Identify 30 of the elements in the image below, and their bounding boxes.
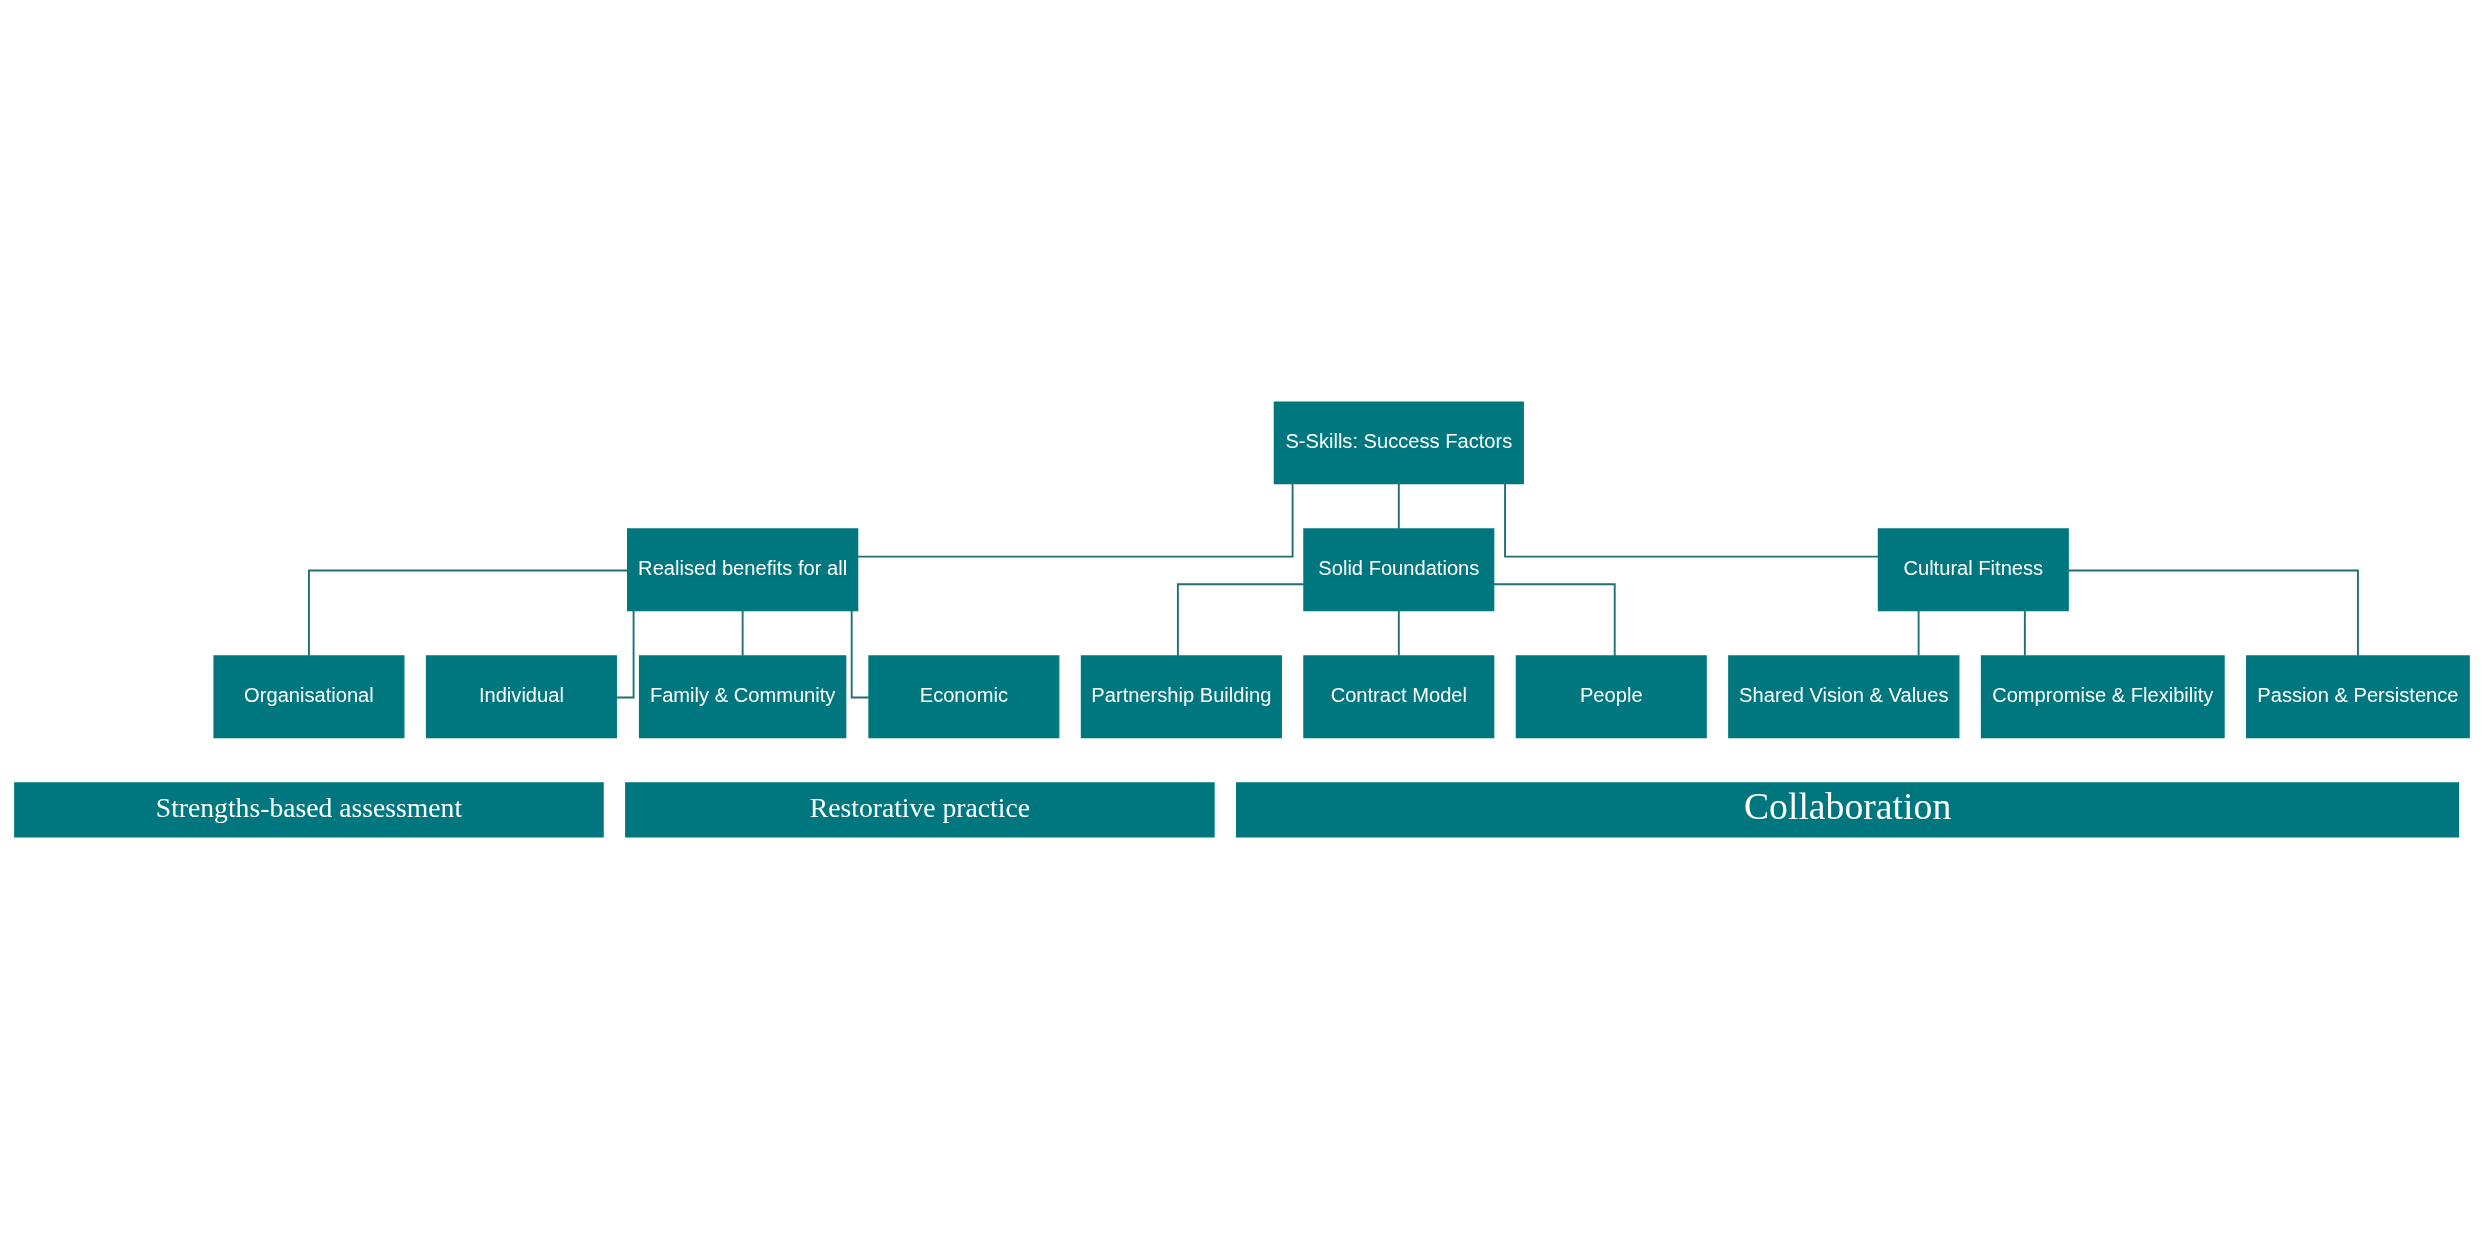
node-box: Cultural Fitness xyxy=(1877,528,2069,612)
node-box: Realised benefits for all xyxy=(627,528,859,612)
connector xyxy=(308,569,629,657)
node-box: Economic xyxy=(868,655,1060,739)
node-box: People xyxy=(1515,655,1707,739)
node-box: Organisational xyxy=(213,655,405,739)
connector xyxy=(1493,583,1616,657)
node-box: Partnership Building xyxy=(1080,655,1282,739)
connector xyxy=(2023,609,2026,657)
node-box: Restorative practice xyxy=(625,782,1215,838)
node-box: Strengths-based assessment xyxy=(14,782,604,838)
connector xyxy=(2067,569,2359,657)
node-box: S-Skills: Success Factors xyxy=(1273,401,1524,485)
connector xyxy=(1397,482,1400,530)
connector xyxy=(1504,483,1879,558)
node-box: Solid Foundations xyxy=(1303,528,1495,612)
connector xyxy=(856,483,1294,558)
connector xyxy=(615,609,635,699)
node-box: Collaboration xyxy=(1236,782,2460,838)
connector xyxy=(1397,609,1400,657)
node-box: Family & Community xyxy=(638,655,847,739)
connector xyxy=(1176,583,1305,657)
node-box: Contract Model xyxy=(1303,655,1495,739)
node-box: Individual xyxy=(425,655,617,739)
connector xyxy=(1917,609,1920,657)
node-box: Shared Vision & Values xyxy=(1728,655,1960,739)
connector xyxy=(741,609,744,657)
node-box: Passion & Persistence xyxy=(2246,655,2470,739)
connector xyxy=(850,609,870,699)
node-box: Compromise & Flexibility xyxy=(1980,655,2225,739)
